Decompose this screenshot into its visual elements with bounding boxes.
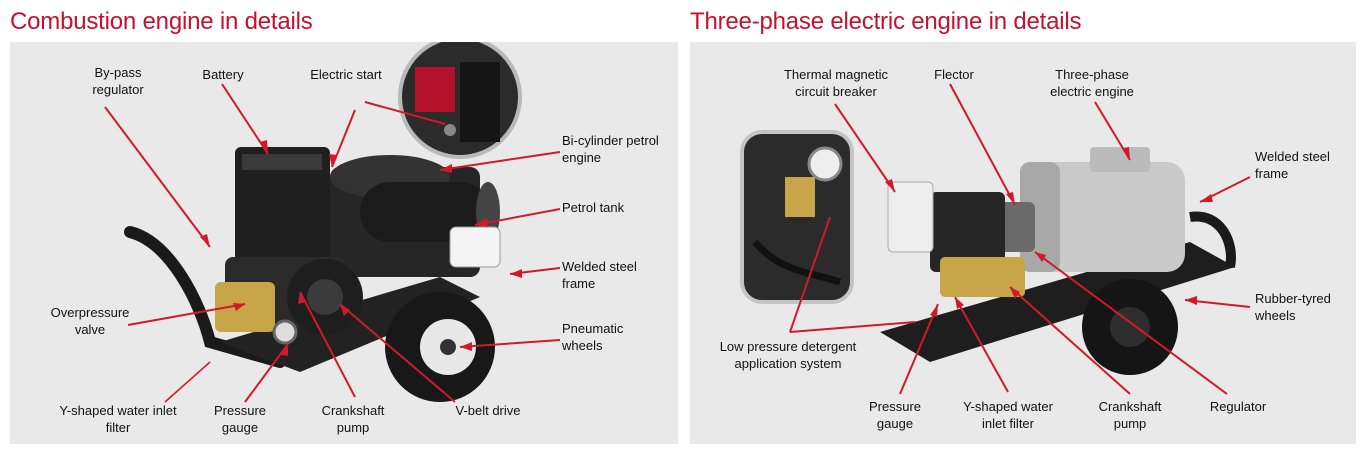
- label-flector: Flector: [934, 66, 974, 83]
- electric-panel: Thermal magnetic circuit breaker Flector…: [690, 42, 1356, 444]
- label-electric-start: Electric start: [310, 66, 382, 83]
- electric-machine-illustration: [690, 42, 1356, 444]
- combustion-machine-illustration: [10, 42, 678, 444]
- left-title: Combustion engine in details: [10, 8, 313, 36]
- right-title: Three-phase electric engine in details: [690, 8, 1081, 36]
- label-petrol-tank: Petrol tank: [562, 199, 624, 216]
- label-low-pressure-system: Low pressure detergent application syste…: [720, 338, 857, 372]
- label-pressure-gauge: Pressure gauge: [869, 398, 921, 432]
- label-battery: Battery: [202, 66, 243, 83]
- label-bicylinder-engine: Bi-cylinder petrol engine: [562, 132, 659, 166]
- label-crankshaft-pump: Crankshaft pump: [322, 402, 385, 436]
- label-y-filter: Y-shaped water inlet filter: [59, 402, 176, 436]
- label-overpressure-valve: Overpressure valve: [51, 304, 130, 338]
- label-vbelt-drive: V-belt drive: [455, 402, 520, 419]
- label-welded-frame: Welded steel frame: [1255, 148, 1330, 182]
- label-pneumatic-wheels: Pneumatic wheels: [562, 320, 623, 354]
- label-welded-frame: Welded steel frame: [562, 258, 637, 292]
- label-y-filter: Y-shaped water inlet filter: [963, 398, 1053, 432]
- label-crankshaft-pump: Crankshaft pump: [1099, 398, 1162, 432]
- label-regulator: Regulator: [1210, 398, 1266, 415]
- label-thermal-breaker: Thermal magnetic circuit breaker: [784, 66, 888, 100]
- combustion-panel: By-pass regulator Battery Electric start…: [10, 42, 678, 444]
- label-three-phase-engine: Three-phase electric engine: [1050, 66, 1134, 100]
- label-bypass-regulator: By-pass regulator: [92, 64, 143, 98]
- label-rubber-wheels: Rubber-tyred wheels: [1255, 290, 1331, 324]
- label-pressure-gauge: Pressure gauge: [214, 402, 266, 436]
